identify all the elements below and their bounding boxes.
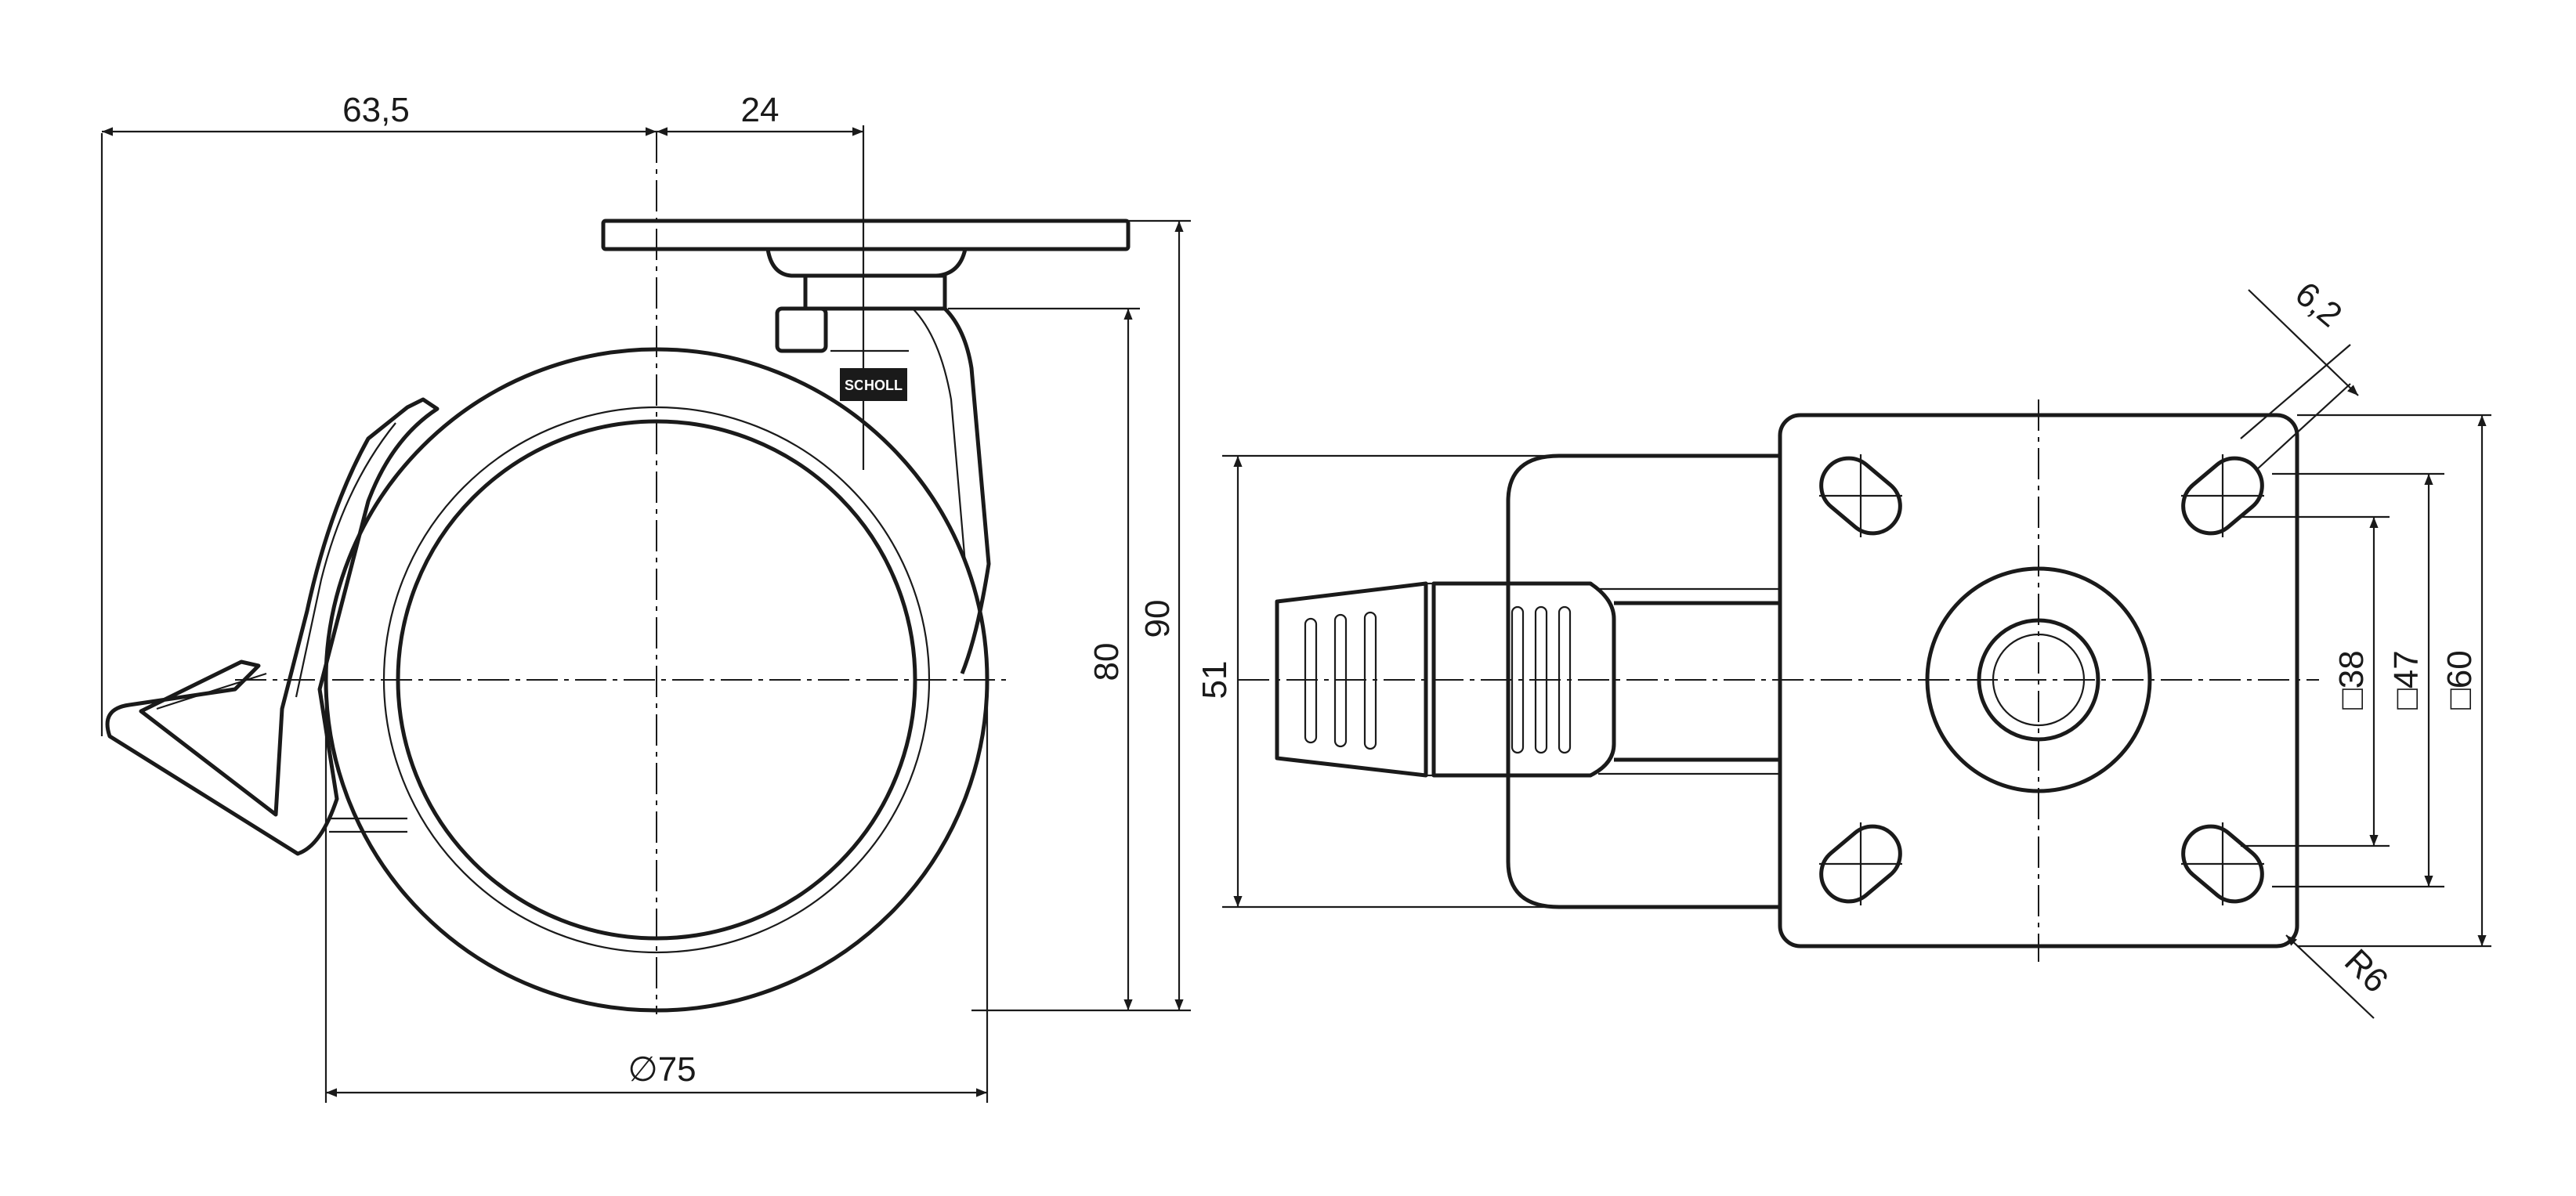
brake-lock: [775, 306, 828, 353]
plate-view: 51 □38 □47 □60 6,2 R6: [1196, 274, 2491, 1019]
swivel-housing: [765, 248, 968, 278]
brand-logo-text: SCHOLL: [845, 378, 903, 393]
dim-wheel-width: 51: [1196, 661, 1234, 699]
wheel-top-view: [1506, 453, 1780, 909]
brake-pedal: [105, 397, 440, 856]
dim-offset-left: 63,5: [342, 91, 410, 129]
brand-logo: [840, 368, 907, 401]
side-view: SCHOLL 63,5 24 90 80 ∅75: [100, 91, 1191, 1103]
dim-hole-spacing-a: □38: [2332, 650, 2371, 710]
top-plate: [601, 219, 1131, 251]
brake-housing-top-view: [1431, 581, 1616, 778]
dim-slot-width: 6,2: [2288, 274, 2349, 334]
dim-wheel-diameter: ∅75: [628, 1050, 696, 1089]
swivel-neck: [803, 273, 947, 311]
dim-height-total: 90: [1138, 600, 1177, 638]
dim-hole-spacing-b: □47: [2387, 650, 2426, 710]
dim-plate-size: □60: [2440, 650, 2479, 710]
fork: [826, 306, 991, 674]
dim-offset-right: 24: [741, 91, 780, 129]
dim-height-axle: 80: [1087, 643, 1126, 681]
mounting-slots: [1819, 454, 2264, 905]
fork-inner-line: [912, 308, 967, 565]
